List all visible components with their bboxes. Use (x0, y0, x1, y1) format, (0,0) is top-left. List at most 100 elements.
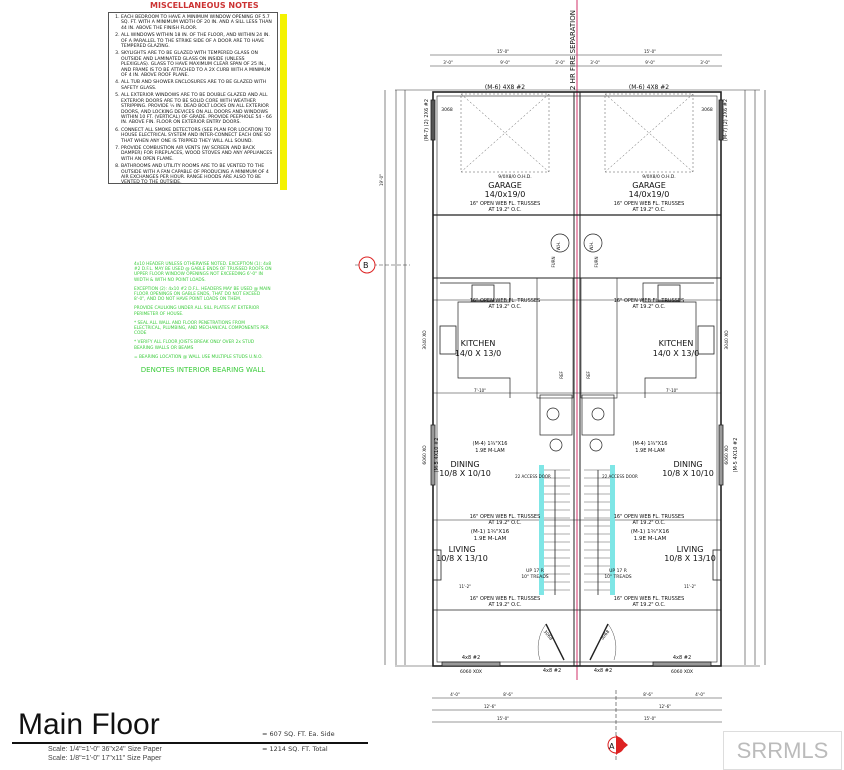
room-label-garage: GARAGE (488, 181, 522, 190)
header-note: * VERIFY ALL FLOOR JOISTS BREAK ONLY OVE… (134, 340, 255, 351)
truss-spacing-label: AT 19.2" O.C. (488, 207, 522, 213)
room-label-garage: GARAGE (632, 181, 666, 190)
dining-window-label: 6060 XO (422, 445, 428, 465)
area-each-side: = 607 SQ. FT. Ea. Side (262, 730, 335, 738)
dimension-label-front-c: 12'-6" (484, 704, 496, 709)
walls (430, 91, 724, 667)
side-header-label: (M-7) (2) 2X6 #2 (723, 99, 729, 141)
section-a-label: A (609, 742, 615, 751)
area-total: = 1214 SQ. FT. Total (262, 745, 328, 753)
beam-m1-label: (M-1) 1¾"X16 (631, 529, 670, 535)
front-window-label: 6060 XOX (460, 669, 482, 675)
notes-list: EACH BEDROOM TO HAVE A MINIMUM WINDOW OP… (113, 15, 273, 183)
unit-labels: (M-6) 4X8 #29/0X8/0 O.H.D.GARAGE14/0x19/… (422, 84, 739, 675)
furnace-label: FURN (594, 256, 599, 267)
treads-label: 10" TREADS (604, 574, 631, 580)
dimension-lines (384, 54, 766, 723)
dimension-label-living-w: 11'-2" (684, 584, 696, 589)
general-notes-box: EACH BEDROOM TO HAVE A MINIMUM WINDOW OP… (108, 12, 278, 184)
dimension-label-front-b: 8'-6" (503, 692, 513, 697)
truss-spacing-label: AT 19.2" O.C. (632, 207, 666, 213)
garage-header-label: (M-6) 4X8 #2 (629, 84, 669, 91)
room-label-dining: DINING (673, 460, 702, 469)
note-item: EACH BEDROOM TO HAVE A MINIMUM WINDOW OP… (121, 15, 273, 31)
dimension-labels: 15'-0"15'-0"3'-0"9'-0"3'-0"3'-0"9'-0"3'-… (379, 49, 710, 721)
page-title: Main Floor (18, 708, 160, 741)
front-header-label: 4x8 #2 (462, 655, 480, 661)
dimension-label-front-b: 8'-6" (643, 692, 653, 697)
dimension-label-left-seg: 3'-0" (443, 60, 453, 65)
beam-m4-label: (M-4) 1¾"X16 (473, 441, 508, 447)
dimension-label-front-a: 4'-0" (695, 692, 705, 697)
room-size-kitchen: 14/0 X 13/0 (455, 349, 502, 358)
refrigerator-label: REF (586, 370, 591, 378)
header-note: EXCEPTION (2): 4x10 #2 D.F.L. HEADERS MA… (134, 286, 271, 303)
dimension-label-garage-depth: 19'-0" (379, 174, 384, 186)
note-item: ALL WINDOWS WITHIN 18 IN. OF THE FLOOR, … (121, 33, 273, 49)
truss-spacing-label: AT 19.2" O.C. (632, 520, 666, 526)
truss-spacing-label: AT 19.2" O.C. (632, 304, 666, 310)
garage-doors (460, 93, 694, 173)
truss-label: 16" OPEN WEB FL. TRUSSES (614, 201, 685, 207)
note-item: PROVIDE COMBUSTION AIR VENTS (W/ SCREEN … (121, 146, 273, 162)
side-door-label: 3068 (441, 107, 453, 113)
side-header-label: (M-7) (2) 2X6 #2 (424, 99, 430, 141)
dimension-label-right-seg: 3'-0" (590, 60, 600, 65)
room-label-living: LIVING (449, 545, 476, 554)
truss-label: 16" OPEN WEB FL. TRUSSES (614, 298, 685, 304)
dimension-label-kitchen-w: 7'-10" (474, 388, 486, 393)
beam-m1-spec: 1.9E M-LAM (634, 536, 667, 542)
dimension-label-door-seg: 9'-0" (645, 60, 655, 65)
truss-label: 16" OPEN WEB FL. TRUSSES (470, 596, 541, 602)
access-door-label: 22 ACCESS DOOR (515, 474, 551, 479)
treads-label: 10" TREADS (521, 574, 548, 580)
room-size-living: 10/8 X 13/10 (664, 554, 716, 563)
title-underline (12, 742, 368, 744)
furnace-label: FURN (551, 256, 556, 267)
room-size-kitchen: 14/0 X 13/0 (653, 349, 700, 358)
note-item: CONNECT ALL SMOKE DETECTORS (SEE PLAN FO… (121, 128, 273, 144)
truss-spacing-label: AT 19.2" O.C. (632, 602, 666, 608)
access-door-label: 22 ACCESS DOOR (602, 474, 638, 479)
garage-door-label: 9/0X8/0 O.H.D. (642, 174, 675, 180)
beam-m1-spec: 1.9E M-LAM (474, 536, 507, 542)
watermark: SRRMLS (723, 731, 842, 770)
section-marker-b: B (355, 256, 410, 274)
fire-separation-label: 2 HR FIRE SEPARATION (569, 10, 577, 90)
stairs-label: UP 17 R (526, 568, 544, 574)
beam-m1-label: (M-1) 1¾"X16 (471, 529, 510, 535)
dimension-label-right-seg: 3'-0" (555, 60, 565, 65)
scale-note-1: Scale: 1/4"=1'-0" 36"x24" Size Paper (48, 746, 162, 753)
room-size-dining: 10/8 X 10/10 (662, 469, 714, 478)
refrigerator-label: REF (559, 370, 564, 378)
truss-label: 16" OPEN WEB FL. TRUSSES (614, 514, 685, 520)
section-b-label: B (363, 261, 369, 270)
truss-spacing-label: AT 19.2" O.C. (488, 304, 522, 310)
dimension-label-front-c: 12'-6" (659, 704, 671, 709)
dimension-label-overall-half: 15'-0" (644, 49, 656, 54)
truss-label: 16" OPEN WEB FL. TRUSSES (470, 298, 541, 304)
note-item: ALL EXTERIOR WINDOWS ARE TO BE DOUBLE GL… (121, 93, 273, 125)
truss-label: 16" OPEN WEB FL. TRUSSES (470, 201, 541, 207)
beam-m4-spec: 1.9E M-LAM (475, 448, 504, 454)
dimension-label-overall-half: 15'-0" (644, 716, 656, 721)
room-size-garage: 14/0x19/0 (485, 190, 526, 199)
door-header-label: 4x8 #2 (543, 668, 561, 674)
room-label-kitchen: KITCHEN (659, 339, 694, 348)
beam-m4-label: (M-4) 1¾"X16 (633, 441, 668, 447)
dimension-label-front-a: 4'-0" (450, 692, 460, 697)
kitchen-window-label: 3040 XO (422, 330, 428, 350)
room-size-living: 10/8 X 13/10 (436, 554, 488, 563)
dimension-label-living-w: 11'-2" (459, 584, 471, 589)
dimension-label-door-seg: 9'-0" (500, 60, 510, 65)
dimension-label-overall-half: 15'-0" (497, 716, 509, 721)
stairs (539, 465, 615, 595)
truss-label: 16" OPEN WEB FL. TRUSSES (470, 514, 541, 520)
room-label-dining: DINING (450, 460, 479, 469)
kitchen-window-label: 3040 XO (724, 330, 730, 350)
header-note: 4x10 HEADER UNLESS OTHERWISE NOTED. EXCE… (134, 262, 272, 283)
header-note: PROVIDE CAULKING UNDER ALL SILL PLATES A… (134, 306, 260, 317)
truss-label: 16" OPEN WEB FL. TRUSSES (614, 596, 685, 602)
stairs-label: UP 17 R (609, 568, 627, 574)
